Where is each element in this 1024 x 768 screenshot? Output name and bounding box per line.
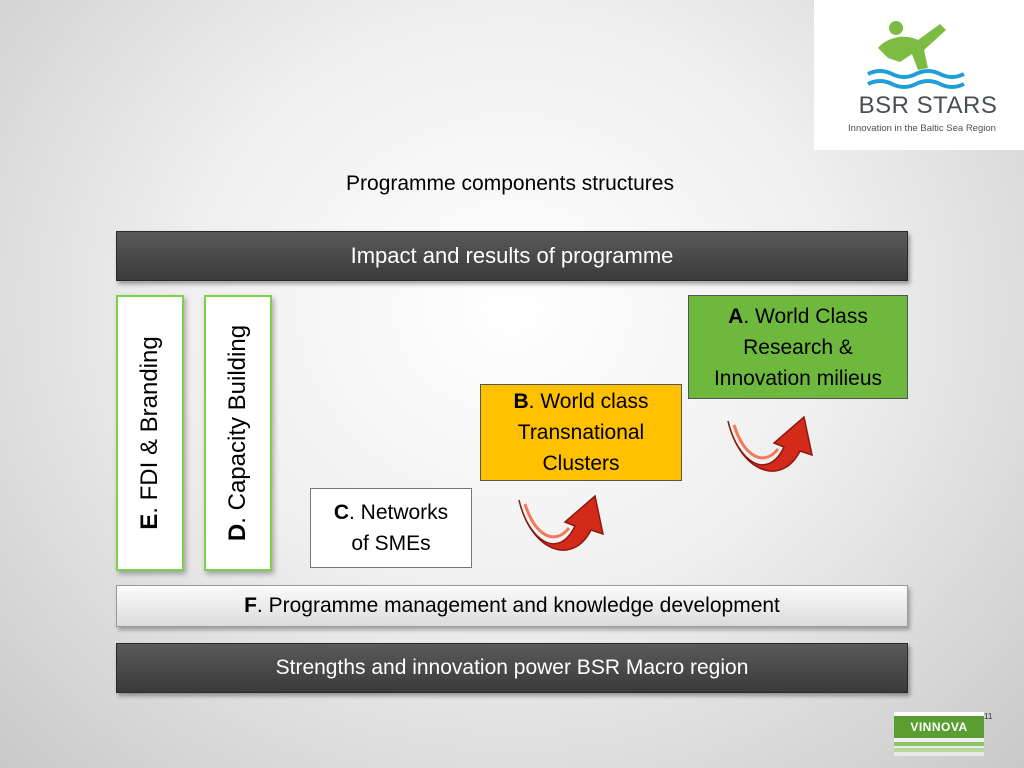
component-d-text: . Capacity Building [224,324,251,524]
slide-title: Programme components structures [346,172,674,195]
component-a-box: A. World Class Research & Innovation mil… [688,295,908,399]
component-e-label: E. FDI & Branding [136,336,164,529]
impact-results-label: Impact and results of programme [350,243,674,268]
component-e-box: E. FDI & Branding [116,295,184,571]
component-b-box: B. World class Transnational Clusters [480,384,682,481]
vinnova-label: VINNOVA [894,716,984,738]
component-c-box: C. Networks of SMEs [310,488,472,568]
component-c-text1: . Networks [348,501,449,524]
component-c-letter: C [333,501,349,524]
strengths-label: Strengths and innovation power BSR Macro… [275,656,749,679]
component-e-text: . FDI & Branding [136,336,163,514]
component-e-letter: E [136,513,163,530]
vinnova-logo: VINNOVA [894,712,984,756]
component-f-bar: F. Programme management and knowledge de… [116,585,908,627]
component-f-label: F. Programme management and knowledge de… [244,594,780,618]
page-number: 11 [984,712,993,721]
component-d-label: D. Capacity Building [224,325,252,541]
bsr-stars-logo: BSR STARS Innovation in the Baltic Sea R… [814,0,1024,150]
component-b-text1: . World class [528,390,649,413]
strengths-bar: Strengths and innovation power BSR Macro… [116,643,908,693]
component-c-line2: of SMEs [351,532,431,555]
component-f-text: . Programme management and knowledge dev… [256,594,780,617]
component-b-letter: B [513,390,529,413]
curved-up-arrow-icon [518,494,605,551]
component-a-line1: A. World Class [728,301,868,332]
component-d-letter: D [224,523,251,542]
bsr-stars-figure-icon [867,21,965,89]
curved-up-arrow-icon [727,415,814,472]
vinnova-stripe [894,742,984,746]
vinnova-stripe [894,748,984,752]
component-c-line1: C. Networks [334,497,448,528]
logo-title: BSR STARS [858,92,998,119]
component-a-line2: Research & [743,335,853,359]
component-b-line3: Clusters [542,452,620,475]
component-a-text1: . World Class [743,304,868,328]
logo-subtitle: Innovation in the Baltic Sea Region [848,123,996,134]
component-b-line1: B. World class [514,386,649,417]
component-a-line3: Innovation milieus [713,366,883,390]
component-b-line2: Transnational [517,421,645,444]
component-a-letter: A [728,304,744,328]
component-d-box: D. Capacity Building [204,295,272,571]
component-f-letter: F [244,594,257,617]
impact-results-bar: Impact and results of programme [116,231,908,281]
